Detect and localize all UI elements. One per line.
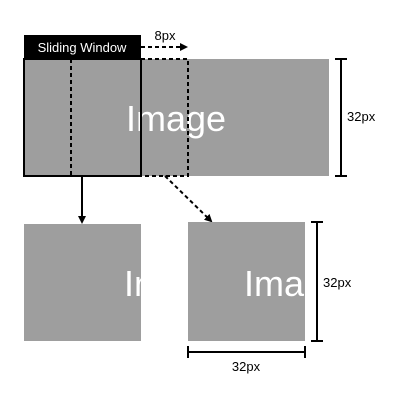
main-image-text: Image bbox=[126, 98, 226, 139]
main-height-dimension bbox=[335, 58, 347, 177]
crop-left bbox=[24, 224, 141, 341]
stride-label: 8px bbox=[155, 28, 176, 43]
main-image-strip bbox=[24, 59, 329, 176]
crop-right-text: Ima bbox=[244, 263, 305, 304]
crop-height-label: 32px bbox=[323, 275, 352, 290]
sliding-window-header bbox=[24, 35, 141, 59]
crop-width-dimension bbox=[187, 346, 306, 358]
shifted-window-frame bbox=[70, 58, 189, 177]
sliding-window-label: Sliding Window bbox=[38, 40, 127, 55]
crop-left-text: Im bbox=[124, 263, 164, 304]
crop-right bbox=[188, 222, 305, 341]
crop-arrow-right bbox=[164, 175, 213, 223]
main-height-label: 32px bbox=[347, 109, 376, 124]
crop-width-label: 32px bbox=[232, 359, 261, 374]
crop-height-dimension bbox=[311, 221, 323, 342]
